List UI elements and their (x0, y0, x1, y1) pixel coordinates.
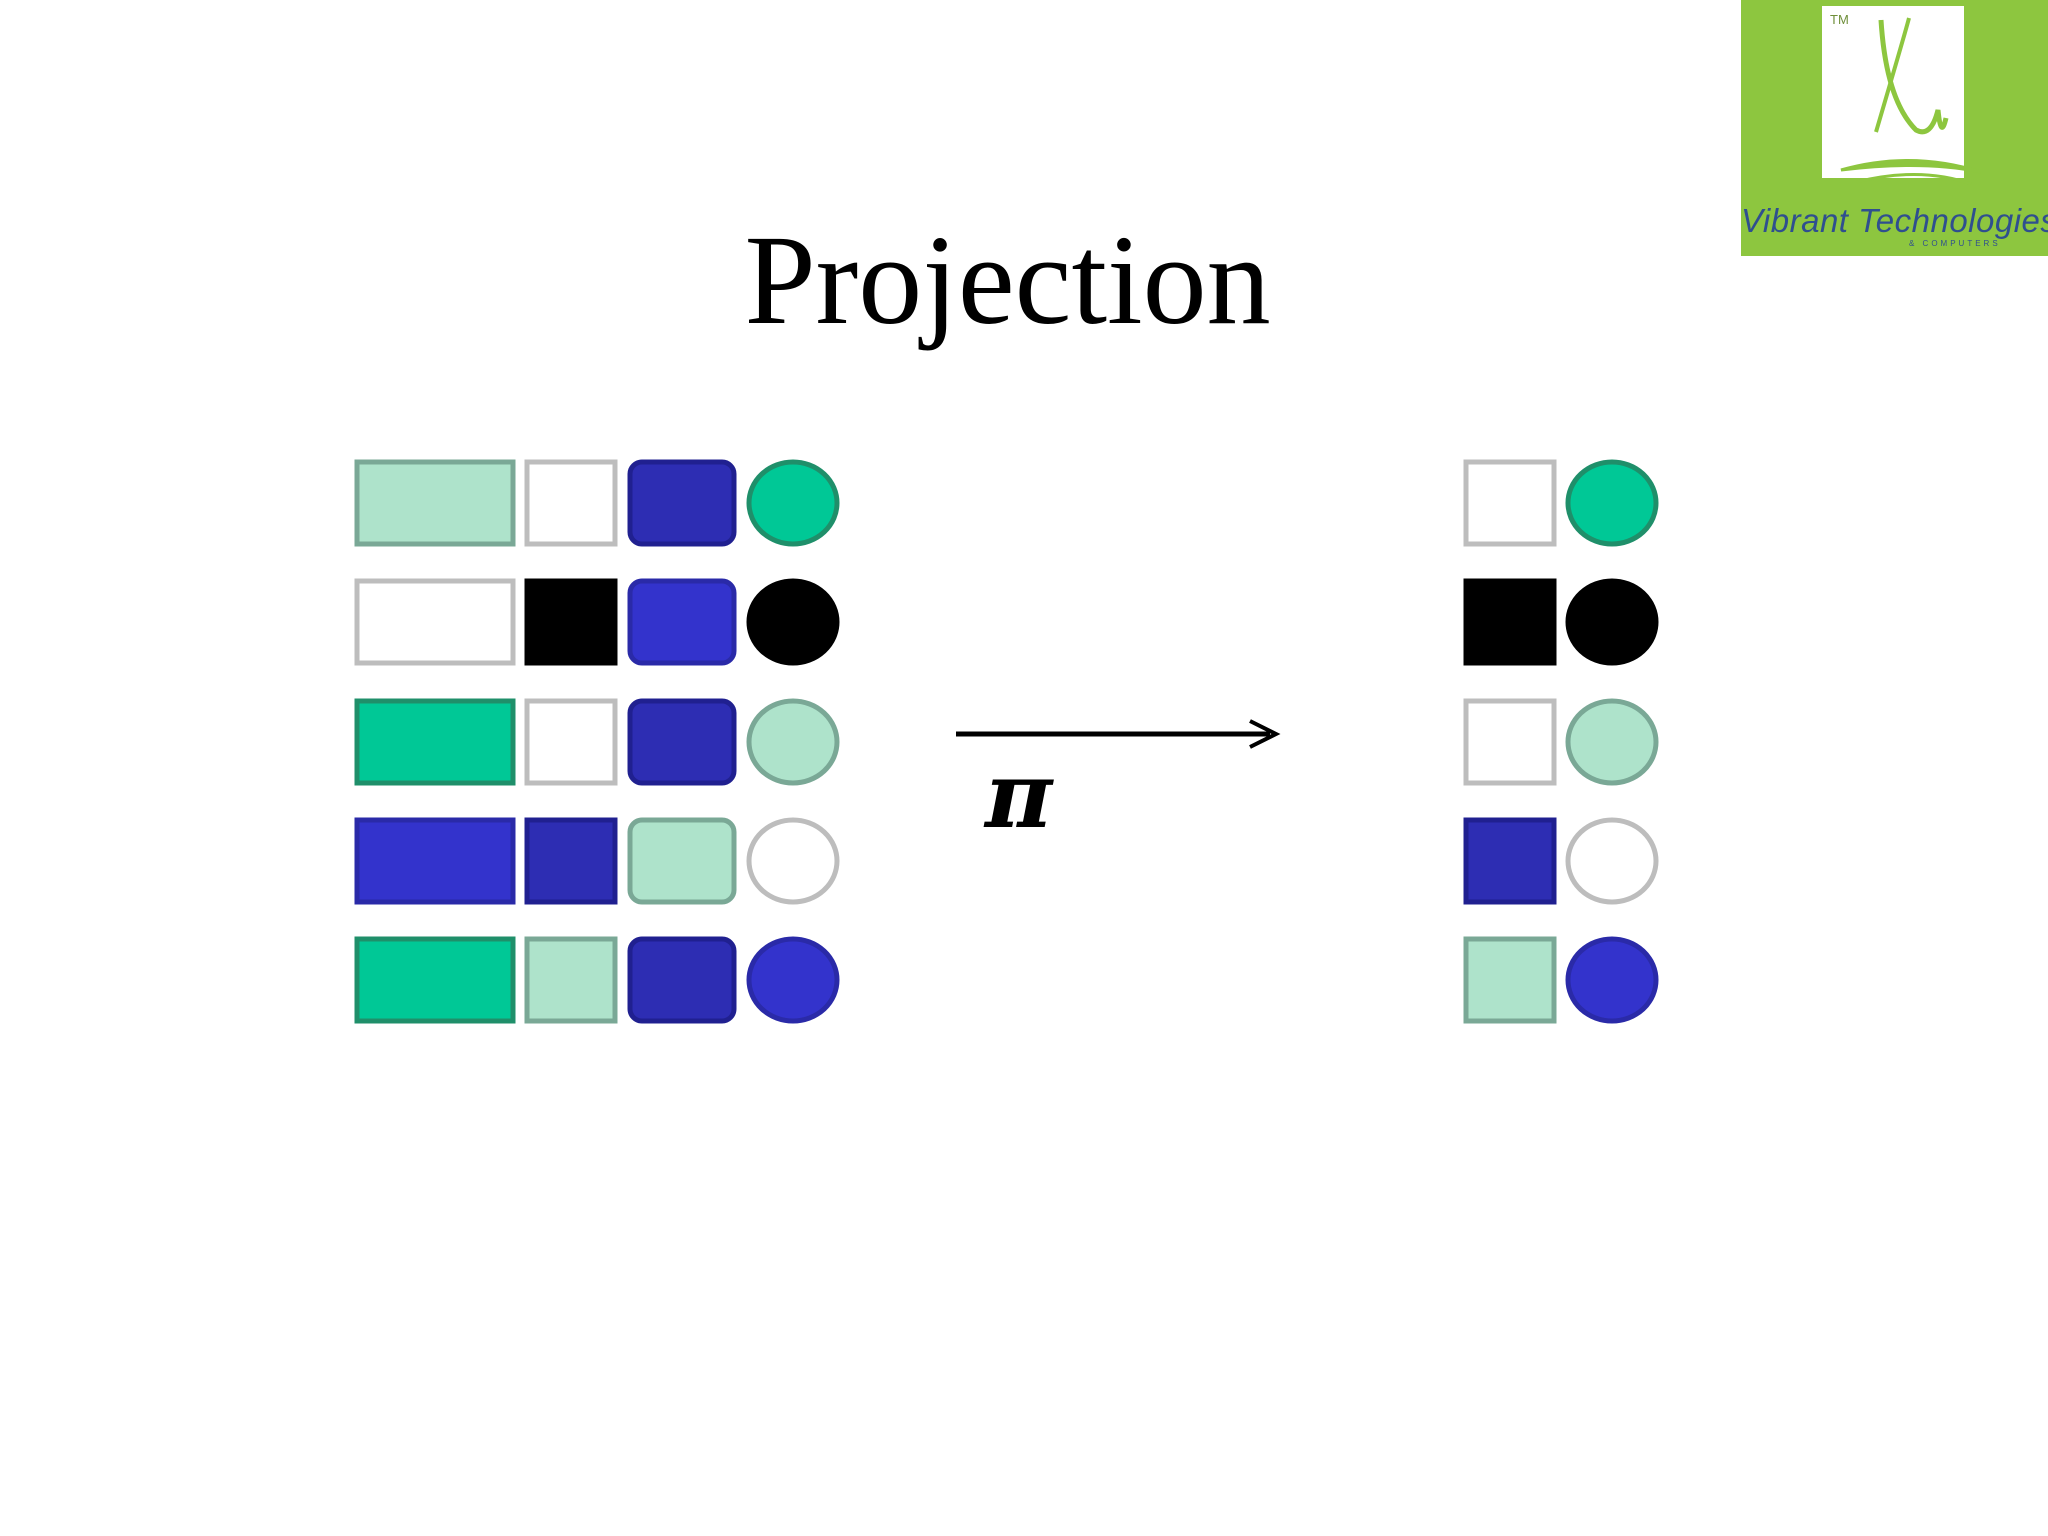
input-cell-r3-c1 (354, 698, 516, 786)
logo-subtext: & COMPUTERS (1909, 239, 2001, 248)
output-cell-r3-c2 (1565, 698, 1659, 786)
input-cell-r1-c4 (746, 459, 840, 547)
output-cell-r4-c2 (1565, 817, 1659, 905)
output-relation-table (1463, 459, 1659, 1024)
logo-trademark: TM (1830, 12, 1849, 27)
input-cell-r4-c3 (627, 817, 737, 905)
input-cell-r3-c3 (627, 698, 737, 786)
input-cell-r3-c2 (524, 698, 618, 786)
input-cell-r1-c2 (524, 459, 618, 547)
logo-swoosh-icon (1840, 17, 1982, 186)
output-cell-r3-c1 (1463, 698, 1557, 786)
input-cell-r5-c3 (627, 936, 737, 1024)
input-cell-r4-c1 (354, 817, 516, 905)
input-cell-r4-c2 (524, 817, 618, 905)
output-cell-r1-c1 (1463, 459, 1557, 547)
output-cell-r1-c2 (1565, 459, 1659, 547)
projection-arrow (956, 719, 1281, 749)
input-cell-r2-c1 (354, 578, 516, 666)
logo-company-name: Vibrant Technologies (1741, 202, 2048, 239)
projection-operator-symbol: π (985, 741, 1053, 849)
input-cell-r2-c3 (627, 578, 737, 666)
input-cell-r5-c4 (746, 936, 840, 1024)
input-cell-r5-c1 (354, 936, 516, 1024)
input-cell-r4-c4 (746, 817, 840, 905)
input-cell-r5-c2 (524, 936, 618, 1024)
output-cell-r2-c1 (1463, 578, 1557, 666)
input-cell-r1-c3 (627, 459, 737, 547)
input-relation-table (354, 459, 840, 1024)
slide-title: Projection (744, 209, 1271, 351)
output-cell-r4-c1 (1463, 817, 1557, 905)
output-cell-r2-c2 (1565, 578, 1659, 666)
input-cell-r1-c1 (354, 459, 516, 547)
company-logo: TM Vibrant Technologies & COMPUTERS (1741, 0, 2048, 256)
output-cell-r5-c2 (1565, 936, 1659, 1024)
output-cell-r5-c1 (1463, 936, 1557, 1024)
input-cell-r3-c4 (746, 698, 840, 786)
input-cell-r2-c4 (746, 578, 840, 666)
input-cell-r2-c2 (524, 578, 618, 666)
